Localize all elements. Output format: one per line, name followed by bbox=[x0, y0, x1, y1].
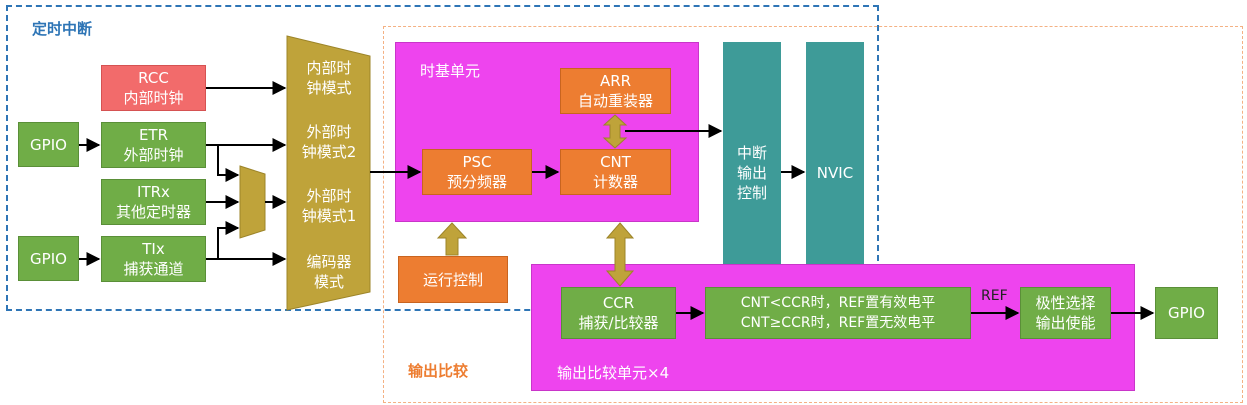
timebase-unit-title: 时基单元 bbox=[420, 62, 481, 80]
mode-external2: 外部时 钟模式2 bbox=[301, 123, 357, 161]
run-control-up-arrow bbox=[436, 222, 468, 256]
rcc-block: RCC 内部时钟 bbox=[101, 65, 206, 111]
mode-selector bbox=[286, 35, 371, 311]
run-control-block: 运行控制 bbox=[398, 256, 508, 303]
nvic-block: NVIC bbox=[806, 42, 864, 304]
itrx-block: ITRx 其他定时器 bbox=[101, 179, 206, 225]
arr-cnt-double-arrow bbox=[602, 114, 628, 149]
mode-internal: 内部时 钟模式 bbox=[306, 59, 352, 97]
ref-signal-label: REF bbox=[981, 288, 1008, 304]
mode-external1: 外部时 钟模式1 bbox=[301, 187, 357, 225]
etr-block: ETR 外部时钟 bbox=[101, 122, 206, 168]
polarity-block: 极性选择 输出使能 bbox=[1020, 287, 1111, 339]
timer-interrupt-title: 定时中断 bbox=[32, 20, 93, 38]
gpio-bottom-block: GPIO bbox=[18, 236, 79, 281]
output-compare-title: 输出比较 bbox=[408, 362, 469, 380]
cnt-block: CNT 计数器 bbox=[560, 149, 671, 195]
timer-interrupt-region bbox=[6, 5, 879, 311]
output-compare-unit-title: 输出比较单元×4 bbox=[557, 364, 670, 382]
cnt-ccr-double-arrow bbox=[605, 222, 635, 287]
gpio-top-block: GPIO bbox=[18, 122, 79, 167]
output-compare-region bbox=[383, 26, 1243, 403]
arr-block: ARR 自动重装器 bbox=[560, 68, 671, 114]
compare-rule-block: CNT<CCR时，REF置有效电平 CNT≥CCR时，REF置无效电平 bbox=[705, 287, 971, 339]
psc-block: PSC 预分频器 bbox=[422, 149, 532, 195]
tix-block: TIx 捕获通道 bbox=[101, 236, 206, 282]
interrupt-output-block: 中断 输出 控制 bbox=[723, 42, 781, 304]
mode-encoder: 编码器 模式 bbox=[306, 253, 352, 291]
gpio-out-block: GPIO bbox=[1155, 287, 1218, 339]
small-mux bbox=[239, 165, 266, 239]
ccr-block: CCR 捕获/比较器 bbox=[561, 287, 676, 339]
